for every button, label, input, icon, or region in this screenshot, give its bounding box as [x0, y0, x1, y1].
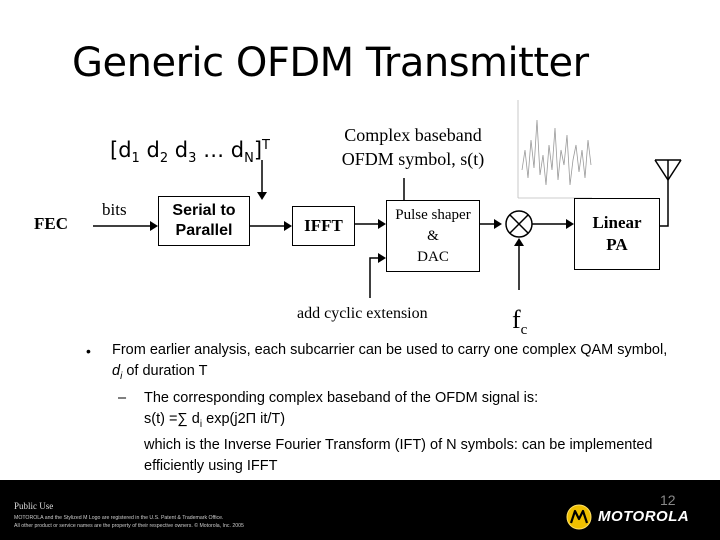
cyclic-extension-label: add cyclic extension — [297, 305, 428, 322]
ofdm-equation: s(t) =∑ di exp(j2Π it/T) — [144, 411, 286, 430]
legal-line-2: All other product or service names are t… — [14, 523, 244, 529]
footer-bar — [0, 480, 720, 540]
public-use-label: Public Use — [14, 501, 54, 511]
sub-bullet-dash: – — [118, 390, 127, 406]
slide-title: Generic OFDM Transmitter — [72, 40, 589, 86]
antenna-icon — [654, 159, 682, 181]
bits-label: bits — [102, 200, 127, 219]
bullet-1-text: From earlier analysis, each subcarrier c… — [112, 342, 668, 382]
serial-to-parallel-block: Serial to Parallel — [158, 196, 250, 246]
fec-label: FEC — [34, 214, 68, 233]
data-vector-label: [d1 d2 d3 … dN]T — [110, 138, 270, 167]
waveform-thumbnail — [517, 100, 592, 199]
page-number: 12 — [660, 492, 676, 508]
bullet-2-text: The corresponding complex baseband of th… — [144, 388, 684, 477]
carrier-frequency-label: fc — [512, 305, 528, 339]
linear-pa-block: Linear PA — [574, 198, 660, 270]
ifft-block: IFFT — [292, 206, 355, 246]
motorola-wordmark: MOTOROLA — [598, 508, 690, 525]
motorola-logo-icon — [566, 504, 592, 530]
pulse-shaper-dac-block: Pulse shaper & DAC — [386, 200, 480, 272]
bullet-dot: • — [86, 343, 91, 359]
complex-baseband-label: Complex baseband OFDM symbol, s(t) — [341, 125, 485, 169]
legal-line-1: MOTOROLA and the Stylized M Logo are reg… — [14, 515, 224, 521]
